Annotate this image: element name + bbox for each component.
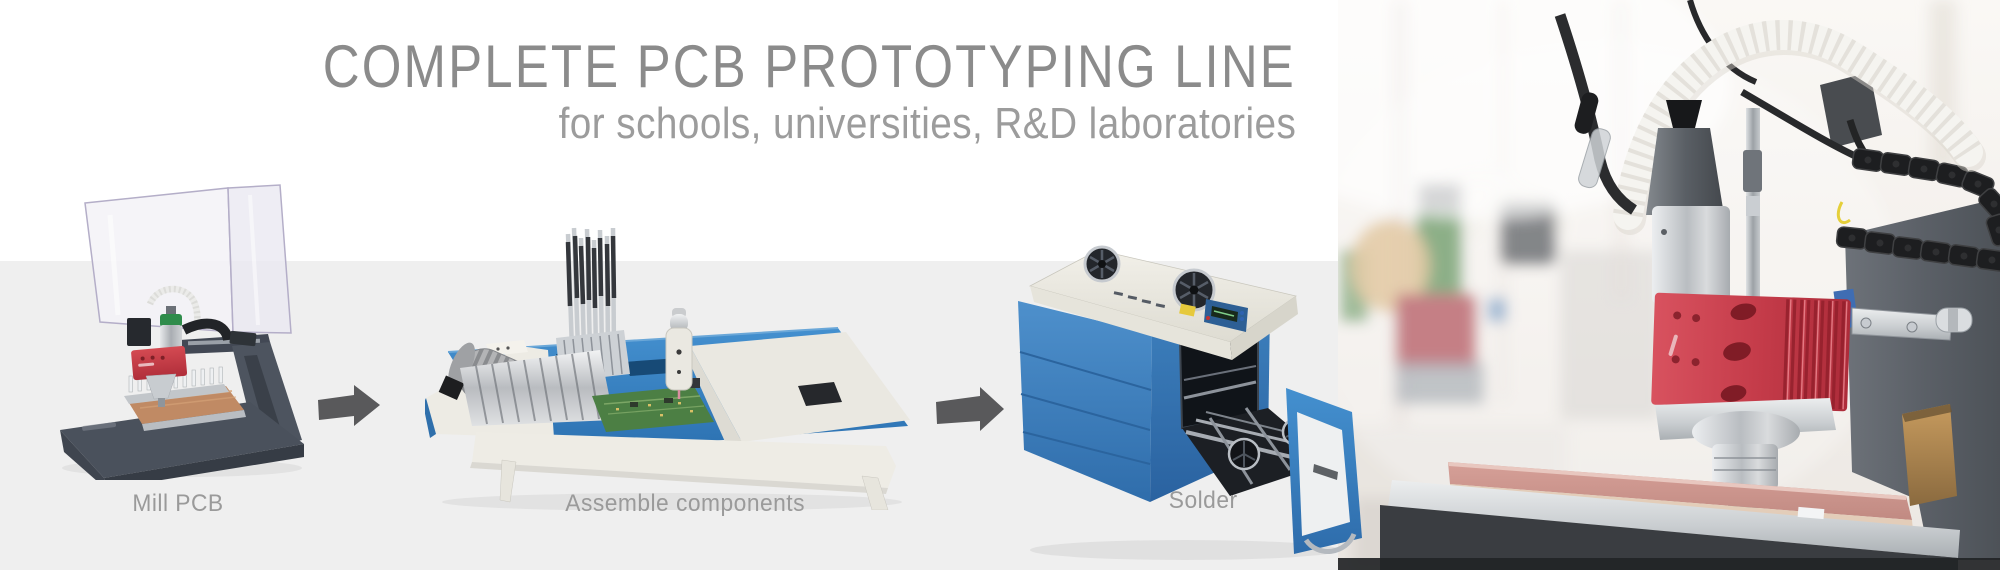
foot-pedal bbox=[798, 382, 842, 406]
oven-drawer-front bbox=[1286, 388, 1362, 554]
machine-base bbox=[60, 334, 304, 480]
front-rail bbox=[470, 432, 896, 510]
spindle-cable bbox=[1554, 13, 1638, 215]
dispense-head bbox=[665, 308, 700, 399]
spindle-head bbox=[127, 285, 257, 407]
red-spindle-block bbox=[1651, 292, 1851, 412]
warning-label bbox=[1179, 303, 1196, 317]
reflow-oven-image bbox=[1018, 245, 1362, 560]
pcb-milling-machine-image bbox=[60, 184, 304, 480]
drawer-fan-icon bbox=[1227, 437, 1261, 471]
pcb-workpiece bbox=[592, 386, 714, 432]
drawer-handle bbox=[1303, 532, 1357, 554]
feeder-lane-tray bbox=[460, 350, 614, 426]
page-title: COMPLETE PCB PROTOTYPING LINE bbox=[151, 33, 1296, 100]
step-label-solder: Solder bbox=[1168, 487, 1238, 514]
milling-machine-photo bbox=[1338, 0, 2000, 570]
pick-and-place-machine-image bbox=[425, 227, 910, 510]
page-subtitle-text: for schools, universities, R&D laborator… bbox=[558, 99, 1296, 148]
step-label-assemble: Assemble components bbox=[565, 490, 805, 517]
page-subtitle: for schools, universities, R&D laborator… bbox=[458, 100, 1296, 148]
arrow-right-icon bbox=[936, 387, 1004, 431]
bracket-arm bbox=[1851, 307, 1973, 341]
acrylic-cover bbox=[84, 184, 292, 334]
oven-lid bbox=[1028, 245, 1298, 360]
page-title-text: COMPLETE PCB PROTOTYPING LINE bbox=[322, 33, 1296, 100]
step-label-mill: Mill PCB bbox=[132, 490, 224, 517]
corrugated-hose bbox=[1613, 20, 1986, 235]
machine-column bbox=[1845, 198, 2000, 560]
arrow-right-icon bbox=[318, 385, 380, 426]
control-panel bbox=[1204, 299, 1248, 332]
cooling-fan-icon bbox=[1083, 245, 1121, 283]
machine-table bbox=[1338, 480, 2000, 570]
